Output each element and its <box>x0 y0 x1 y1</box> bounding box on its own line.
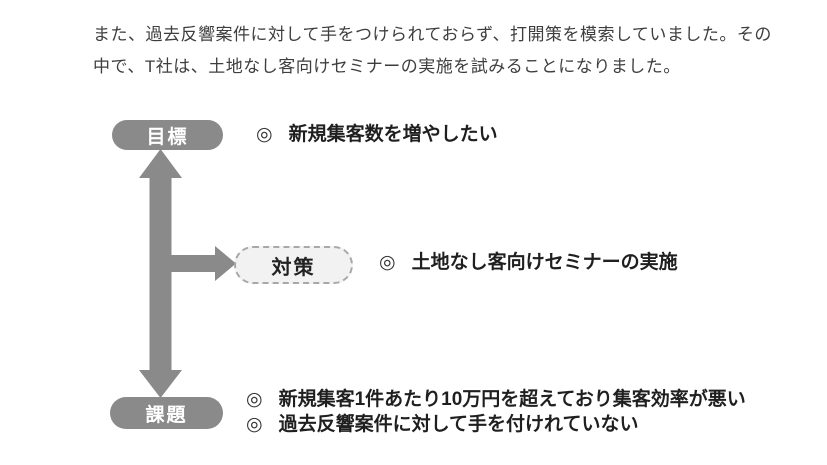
measure-item-text: 土地なし客向けセミナーの実施 <box>411 252 678 273</box>
intro-paragraph: また、過去反響案件に対して手をつけられておらず、打開策を模索していました。その … <box>93 19 783 83</box>
vertical-double-arrow <box>139 149 182 398</box>
measure-pill: 対策 <box>234 246 353 284</box>
issue-bullet-row: ◎ 新規集客1件あたり10万円を超えており集客効率が悪い <box>246 387 746 412</box>
double-circle-bullet-icon: ◎ <box>246 414 263 435</box>
measure-bullet-row: ◎ 土地なし客向けセミナーの実施 <box>379 250 678 275</box>
goal-item-text: 新規集客数を増やしたい <box>288 124 498 145</box>
issue-pill-label: 課題 <box>145 404 188 426</box>
double-circle-bullet-icon: ◎ <box>256 124 273 145</box>
issue-pill: 課題 <box>110 397 223 429</box>
double-circle-bullet-icon: ◎ <box>379 252 396 273</box>
goal-pill: 目標 <box>112 120 223 150</box>
goal-pill-label: 目標 <box>146 126 189 148</box>
goal-issue-connector <box>139 149 236 398</box>
issue-item-text: 新規集客1件あたり10万円を超えており集客効率が悪い <box>278 389 746 410</box>
double-circle-bullet-icon: ◎ <box>246 389 263 410</box>
intro-line-1: また、過去反響案件に対して手をつけられておらず、打開策を模索していました。その <box>93 25 772 44</box>
measure-pill-label: 対策 <box>271 256 316 279</box>
goal-bullet-row: ◎ 新規集客数を増やしたい <box>256 122 498 147</box>
intro-line-2: 中で、T社は、土地なし客向けセミナーの実施を試みることになりました。 <box>93 57 681 76</box>
issue-item-text: 過去反響案件に対して手を付けれていない <box>278 414 639 435</box>
issue-bullet-row: ◎ 過去反響案件に対して手を付けれていない <box>246 412 638 437</box>
branch-right-arrow <box>163 246 236 281</box>
